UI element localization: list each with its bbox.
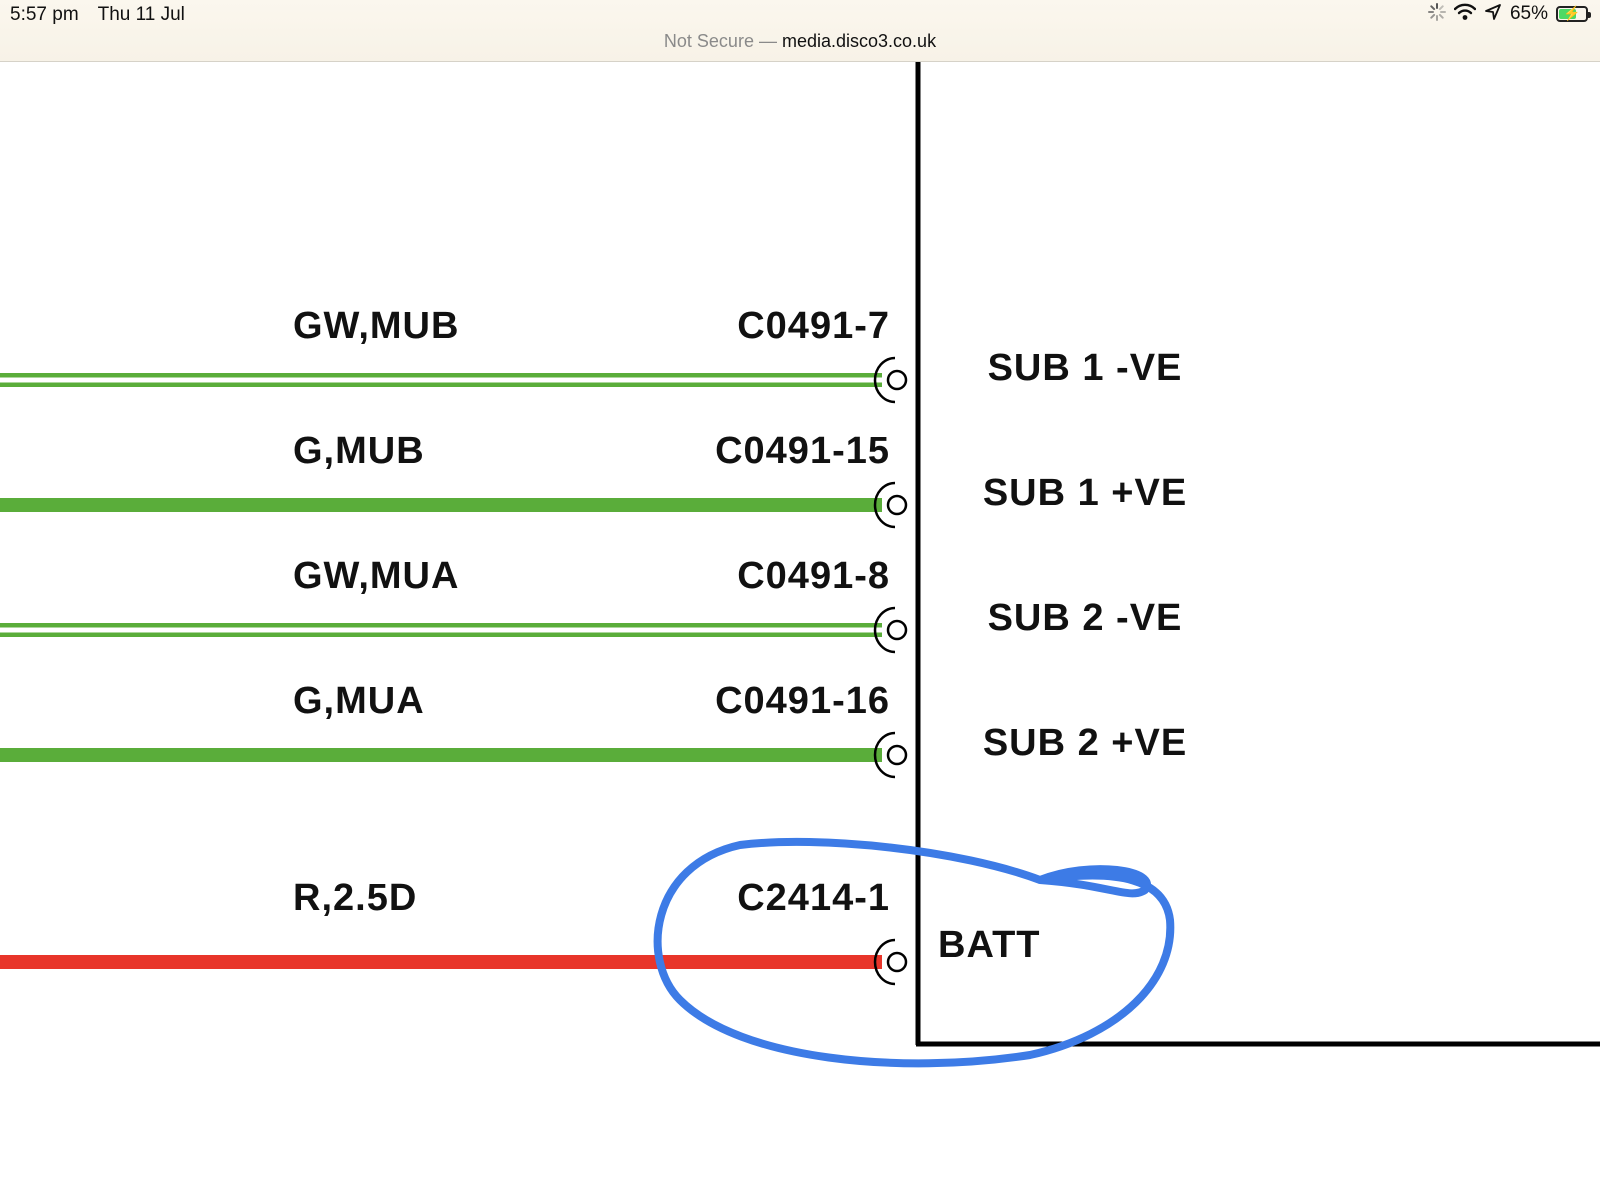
status-date: Thu 11 Jul [97, 4, 185, 25]
battery-percent: 65% [1509, 3, 1548, 24]
connector-id-label: C2414-1 [737, 877, 890, 919]
connector-pin-icon [886, 744, 908, 766]
status-bar: 5:57 pm Thu 11 Jul [0, 0, 1600, 62]
connector-bracket [873, 481, 896, 529]
location-arrow-icon [1484, 3, 1502, 25]
url-separator: — [758, 31, 777, 51]
charging-bolt-icon: ⚡ [1563, 5, 1581, 21]
connector-bracket [873, 356, 896, 404]
url-domain: media.disco3.co.uk [781, 31, 937, 51]
wire-green [0, 498, 882, 512]
wire-code-label: R,2.5D [293, 877, 417, 919]
connector-id-label: C0491-7 [737, 305, 890, 347]
wifi-icon [1453, 3, 1477, 25]
address-bar[interactable]: Not Secure — media.disco3.co.uk [0, 31, 1600, 52]
connector-bracket [873, 938, 896, 986]
connector-pin-icon [886, 951, 908, 973]
connector-pin-icon [886, 619, 908, 641]
wire-white-stripe [0, 627, 882, 633]
connector-id-label: C0491-15 [715, 430, 890, 472]
status-time: 5:57 pm [10, 4, 79, 25]
connector-bracket [873, 731, 896, 779]
battery-level-fill [1559, 9, 1576, 19]
battery-charging-icon: ⚡ [1556, 5, 1591, 22]
activity-spinner-icon [1427, 3, 1446, 25]
wire-code-label: GW,MUA [293, 555, 459, 597]
connector-id-label: C0491-8 [737, 555, 890, 597]
connector-id-label: C0491-16 [715, 680, 890, 722]
annotation-circle [653, 837, 1175, 1068]
wire-green [0, 748, 882, 762]
wire-red [0, 955, 882, 969]
connector-pin-icon [886, 494, 908, 516]
status-left: 5:57 pm Thu 11 Jul [10, 4, 199, 26]
pin-function-label: SUB 1 -VE [988, 347, 1183, 389]
pin-function-label: BATT [938, 924, 1041, 966]
connector-bracket [873, 606, 896, 654]
pin-function-label: SUB 2 -VE [988, 597, 1183, 639]
connector-pin-icon [886, 369, 908, 391]
pin-function-label: SUB 1 +VE [983, 472, 1187, 514]
security-label: Not Secure [663, 31, 754, 51]
wire-code-label: GW,MUB [293, 305, 459, 347]
wire-white-stripe [0, 377, 882, 383]
wire-code-label: G,MUB [293, 430, 425, 472]
status-right: 65% ⚡ [1427, 3, 1591, 25]
pin-function-label: SUB 2 +VE [983, 722, 1187, 764]
wire-code-label: G,MUA [293, 680, 425, 722]
